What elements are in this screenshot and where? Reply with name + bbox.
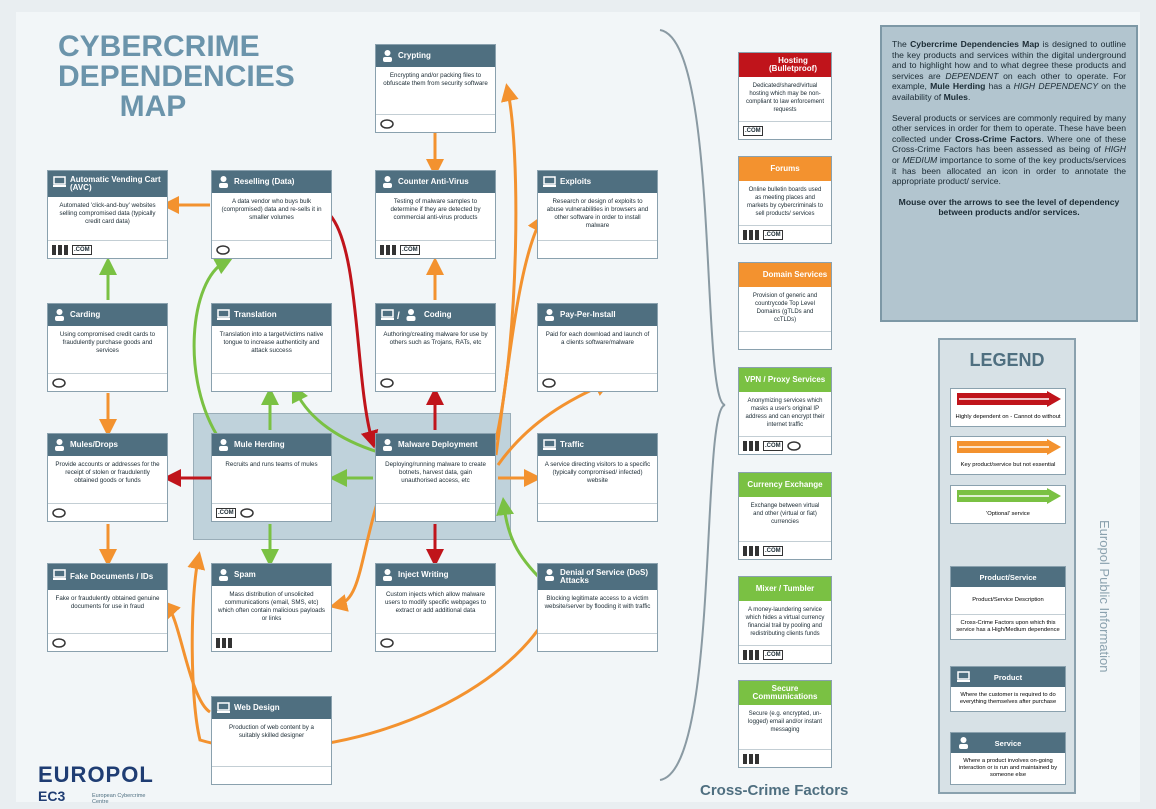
domain-icon: .COM [763,440,783,451]
brace [659,29,726,781]
arrow-webdesign-fake[interactable] [161,600,211,714]
arrow-mule-reselling[interactable] [192,257,233,441]
domain-icon: .COM [763,229,783,240]
cf-forums[interactable]: Forums Online bulletin boards used as me… [738,156,832,244]
legend: LEGEND Highly dependent on - Cannot do w… [938,338,1076,794]
cf-domain-services[interactable]: Domain Services Provision of generic and… [738,262,832,350]
europol-logo: EUROPOL EC3 European Cybercrime Centre [38,762,154,805]
service-icon [217,175,230,188]
svg-text:/: / [397,311,400,321]
arrow-malware-exploits[interactable] [494,214,545,456]
box-reselling[interactable]: Reselling (Data) A data vendor who buys … [211,170,332,259]
forum-icon [542,377,556,388]
box-crypting[interactable]: Crypting Encrypting and/or packing files… [375,44,496,133]
side-watermark: Europol Public Information [1097,520,1112,673]
forum-icon [380,637,394,648]
box-translation[interactable]: Translation Translation into a target/vi… [211,303,332,392]
hosting-icon [743,229,759,240]
box-fake-docs[interactable]: Fake Documents / IDs Fake or fraudulentl… [47,563,168,652]
box-counter-av[interactable]: Counter Anti-Virus Testing of malware sa… [375,170,496,259]
forum-icon [52,637,66,648]
legend-key: Key product/service but not essential [950,436,1066,475]
hosting-icon [743,545,759,556]
product-icon [543,175,556,188]
product-icon [957,670,970,685]
service-icon [381,438,394,451]
legend-high: Highly dependent on - Cannot do without [950,388,1066,427]
domain-icon: .COM [763,649,783,660]
box-inject-writing[interactable]: Inject Writing Custom injects which allo… [375,563,496,652]
product-icon [543,438,556,451]
forum-icon [786,440,801,451]
product-icon [53,175,66,188]
service-icon [543,308,556,321]
hosting-icon [52,244,68,255]
cf-mixer-tumbler[interactable]: Mixer / Tumbler A money-laundering servi… [738,576,832,664]
box-malware-deployment[interactable]: Malware Deployment Deploying/running mal… [375,433,496,522]
box-mule-herding[interactable]: Mule Herding Recruits and runs teams of … [211,433,332,522]
product-icon [53,568,66,581]
hosting-icon [216,637,232,648]
service-icon [53,308,66,321]
service-icon [217,568,230,581]
service-icon [381,49,394,62]
forum-icon [239,507,254,518]
box-mules[interactable]: Mules/Drops Provide accounts or addresse… [47,433,168,522]
legend-product: Product Where the customer is required t… [950,666,1066,712]
cf-secure-comms[interactable]: Secure Communications Secure (e.g. encry… [738,680,832,768]
forum-icon [52,377,66,388]
product-service-icon: / [381,308,421,322]
service-icon [53,438,66,451]
hosting-icon [380,244,396,255]
domain-icon: .COM [743,125,763,136]
box-traffic[interactable]: Traffic A service directing visitors to … [537,433,658,522]
hosting-icon [743,649,759,660]
arrow-malware-spam[interactable] [329,499,380,612]
service-icon [957,736,970,751]
product-icon [217,308,230,321]
forum-icon [380,118,394,129]
cf-currency-exchange[interactable]: Currency Exchange Exchange between virtu… [738,472,832,560]
cross-crime-label: Cross-Crime Factors [700,782,849,799]
product-icon [217,701,230,714]
legend-optional: 'Optional' service [950,485,1066,524]
info-box: The Cybercrime Dependencies Map is desig… [880,25,1138,322]
box-dos[interactable]: Denial of Service (DoS) Attacks Blocking… [537,563,658,652]
cf-hosting[interactable]: Hosting (Bulletproof) Dedicated/shared/v… [738,52,832,140]
box-spam[interactable]: Spam Mass distribution of unsolicited co… [211,563,332,652]
cf-vpn-proxy[interactable]: VPN / Proxy Services Anonymizing service… [738,367,832,455]
domain-icon: .COM [216,507,236,518]
domain-icon: .COM [72,244,92,255]
box-exploits[interactable]: Exploits Research or design of exploits … [537,170,658,259]
box-web-design[interactable]: Web Design Production of web content by … [211,696,332,785]
box-ppi[interactable]: Pay-Per-Install Paid for each download a… [537,303,658,392]
domain-icon: .COM [400,244,420,255]
forum-icon [216,244,230,255]
box-carding[interactable]: Carding Using compromised credit cards t… [47,303,168,392]
service-icon [381,568,394,581]
hosting-icon [743,440,759,451]
hosting-icon [743,753,759,764]
service-icon [217,438,230,451]
service-icon [381,175,394,188]
forum-icon [380,377,394,388]
service-icon [543,568,556,581]
box-coding[interactable]: /Coding Authoring/creating malware for u… [375,303,496,392]
arrow-reselling-malware[interactable] [328,214,379,449]
arrow-malware-translation[interactable] [291,383,379,454]
legend-product-service: Product/Service Product/Service Descript… [950,566,1066,640]
forum-icon [52,507,66,518]
domain-icon: .COM [763,545,783,556]
box-avc[interactable]: Automatic Vending Cart (AVC) Automated '… [47,170,168,259]
legend-service: Service Where a product involves on-goin… [950,732,1066,785]
